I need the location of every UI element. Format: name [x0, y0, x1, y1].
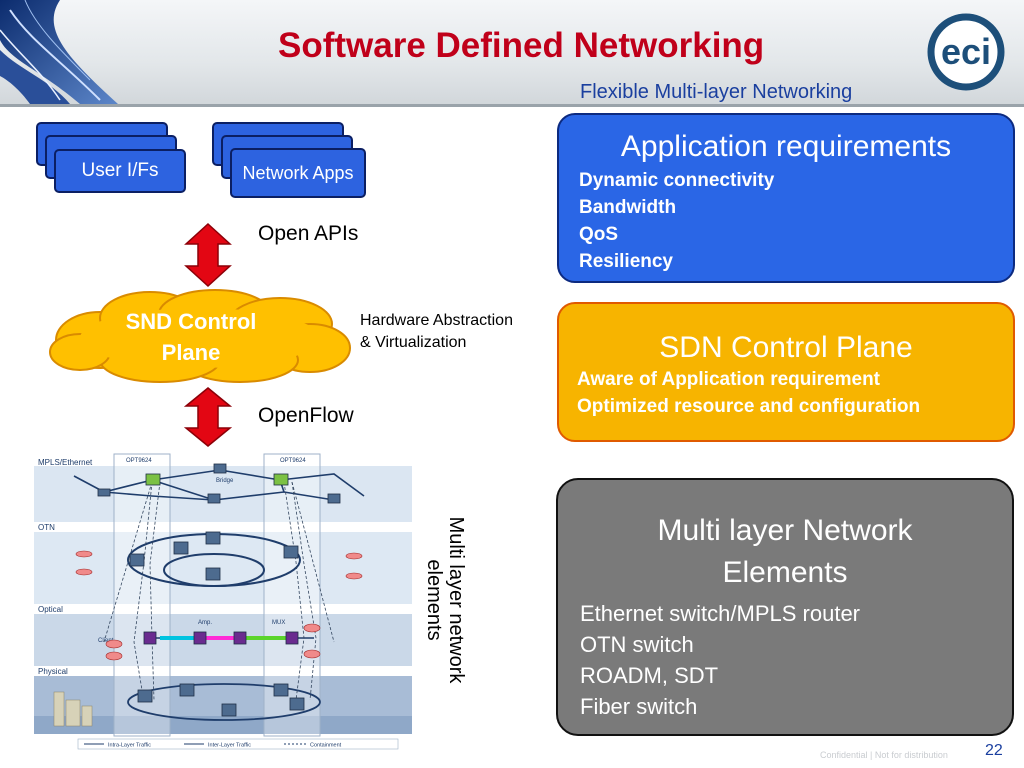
- application-requirements-panel: Application requirements Dynamic connect…: [557, 113, 1015, 283]
- legend-intra: Intra-Layer Traffic: [108, 743, 151, 749]
- hw-label-line-2: & Virtualization: [360, 334, 467, 351]
- cloud-line-2: Plane: [161, 340, 221, 365]
- layer-label-optical: Optical: [38, 605, 63, 614]
- double-arrow-lower-icon: [184, 387, 232, 447]
- app-req-item: QoS: [579, 224, 619, 245]
- physical-ground: [34, 716, 412, 734]
- sdn-control-plane-panel: SDN Control Plane Aware of Application r…: [557, 302, 1015, 442]
- node-label-bridge: Bridge: [216, 478, 234, 484]
- multi-layer-vertical-text: Multi layer network elements: [423, 516, 467, 684]
- hardware-abstraction-label: Hardware Abstraction & Virtualization: [360, 310, 513, 354]
- layer-band-otn: [34, 532, 412, 604]
- network-elements-list: Ethernet switch/MPLS router OTN switch R…: [558, 598, 1012, 722]
- layer-band-mpls: [34, 466, 412, 522]
- ne-item: Ethernet switch/MPLS router: [580, 601, 861, 626]
- network-elements-heading-line-1: Multi layer Network: [657, 514, 913, 547]
- header-divider: [0, 104, 1024, 107]
- node-label-opt-right: OPT9624: [280, 458, 306, 464]
- node-label-client: Client: [98, 638, 114, 644]
- ne-item: ROADM, SDT: [580, 663, 719, 688]
- control-plane-cloud: [49, 289, 351, 383]
- header-band: [0, 0, 1024, 104]
- network-elements-heading: Multi layer Network Elements: [558, 510, 1012, 594]
- eci-logo-text: eci: [941, 31, 991, 72]
- application-requirements-list: Dynamic connectivity Bandwidth QoS Resil…: [559, 167, 1013, 275]
- app-req-item: Bandwidth: [579, 197, 677, 218]
- confidential-note: Confidential | Not for distribution: [820, 750, 948, 760]
- openflow-label: OpenFlow: [258, 404, 354, 427]
- legend-inter: Inter-Layer Traffic: [208, 743, 251, 749]
- double-arrow-upper-icon: [184, 222, 232, 288]
- eci-logo: eci: [927, 13, 1005, 91]
- network-apps-box: Network Apps: [230, 148, 366, 198]
- user-ifs-box: User I/Fs: [54, 149, 186, 193]
- layer-label-otn: OTN: [38, 523, 55, 532]
- legend-containment: Containment: [310, 743, 342, 749]
- page-number: 22: [985, 742, 1003, 759]
- device-nodes: [97, 463, 341, 717]
- open-apis-label: Open APIs: [258, 222, 359, 245]
- sdn-item: Aware of Application requirement: [577, 369, 880, 390]
- ne-item: OTN switch: [580, 632, 694, 657]
- cloud-line-1: SND Control: [125, 309, 257, 334]
- sdn-item: Optimized resource and configuration: [577, 396, 921, 417]
- sdn-control-plane-heading: SDN Control Plane: [659, 331, 913, 364]
- sdn-control-plane-list: Aware of Application requirement Optimiz…: [559, 366, 1013, 420]
- node-label-mux: MUX: [272, 620, 285, 626]
- corner-swirl-logo: [0, 0, 118, 104]
- multi-layer-vertical-label: Multi layer network elements: [420, 505, 470, 695]
- application-requirements-heading: Application requirements: [620, 130, 952, 163]
- network-elements-panel: Multi layer Network Elements Ethernet sw…: [556, 478, 1014, 736]
- hw-label-line-1: Hardware Abstraction: [360, 312, 513, 329]
- layer-label-mpls: MPLS/Ethernet: [38, 458, 93, 467]
- page-subtitle: Flexible Multi-layer Networking: [580, 81, 853, 103]
- layer-label-physical: Physical: [38, 667, 68, 676]
- app-req-item: Dynamic connectivity: [579, 170, 775, 191]
- multi-layer-network-diagram: MPLS/Ethernet OTN Optical Physical OPT96…: [34, 453, 412, 750]
- node-label-opt-left: OPT9624: [126, 458, 152, 464]
- page-title: Software Defined Networking: [278, 26, 765, 65]
- node-label-amp: Amp.: [198, 620, 212, 626]
- control-plane-cloud-text: SND Control Plane: [62, 306, 320, 368]
- network-elements-heading-line-2: Elements: [722, 556, 848, 589]
- ne-item: Fiber switch: [580, 694, 698, 719]
- app-req-item: Resiliency: [579, 251, 673, 272]
